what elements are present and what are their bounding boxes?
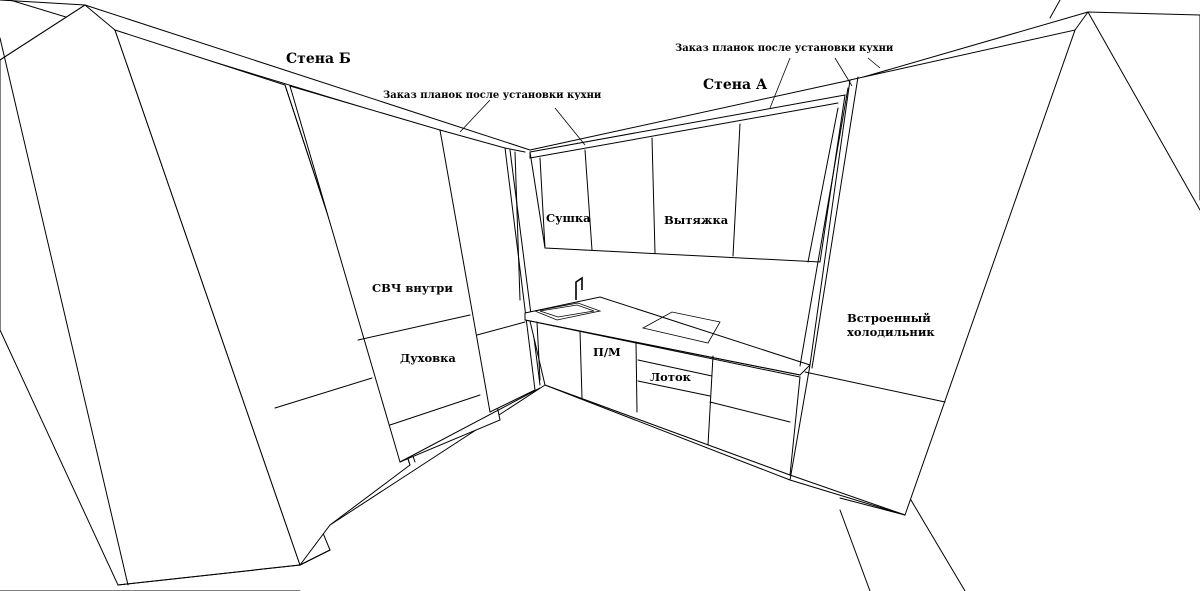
tall-cabinet-2 bbox=[439, 129, 536, 413]
sink-bowl bbox=[533, 302, 602, 321]
trim-order-note-left: Заказ планок после установки кухни bbox=[383, 90, 602, 101]
leader-right-2 bbox=[834, 57, 853, 87]
upper-cabinets bbox=[529, 94, 846, 263]
faucet bbox=[575, 276, 583, 300]
base-cabinets bbox=[524, 276, 811, 476]
countertop bbox=[524, 296, 811, 376]
wall-a-label: Стена А bbox=[703, 77, 768, 93]
dryer-label: Сушка bbox=[546, 211, 591, 225]
trim-order-note-right: Заказ планок после установки кухни bbox=[675, 43, 894, 54]
hood-label: Вытяжка bbox=[664, 213, 729, 227]
leader-right-3 bbox=[867, 57, 881, 69]
leader-left-2 bbox=[554, 107, 586, 146]
leader-left-1 bbox=[459, 99, 491, 133]
fridge-label-line2: холодильник bbox=[847, 325, 935, 339]
fridge-column bbox=[789, 29, 1076, 516]
dishwasher-label: П/М bbox=[593, 345, 621, 359]
fridge-label-line1: Встроенный bbox=[847, 311, 931, 325]
callout-leaders bbox=[459, 57, 881, 146]
cooktop bbox=[641, 311, 721, 344]
microwave-label: СВЧ внутри bbox=[372, 281, 453, 295]
leader-right-1 bbox=[769, 57, 791, 109]
right-fridge-column bbox=[789, 11, 1089, 516]
left-end-panel bbox=[114, 29, 411, 567]
oven-label: Духовка bbox=[400, 351, 456, 365]
upper-cabinet-row bbox=[529, 94, 846, 263]
labels: Стена Б Стена А Заказ планок после устан… bbox=[286, 43, 935, 384]
left-tall-units bbox=[114, 29, 541, 567]
wall-b-label: Стена Б bbox=[286, 51, 351, 67]
tall-oven-unit bbox=[289, 85, 501, 463]
tray-label: Лоток bbox=[650, 370, 692, 384]
